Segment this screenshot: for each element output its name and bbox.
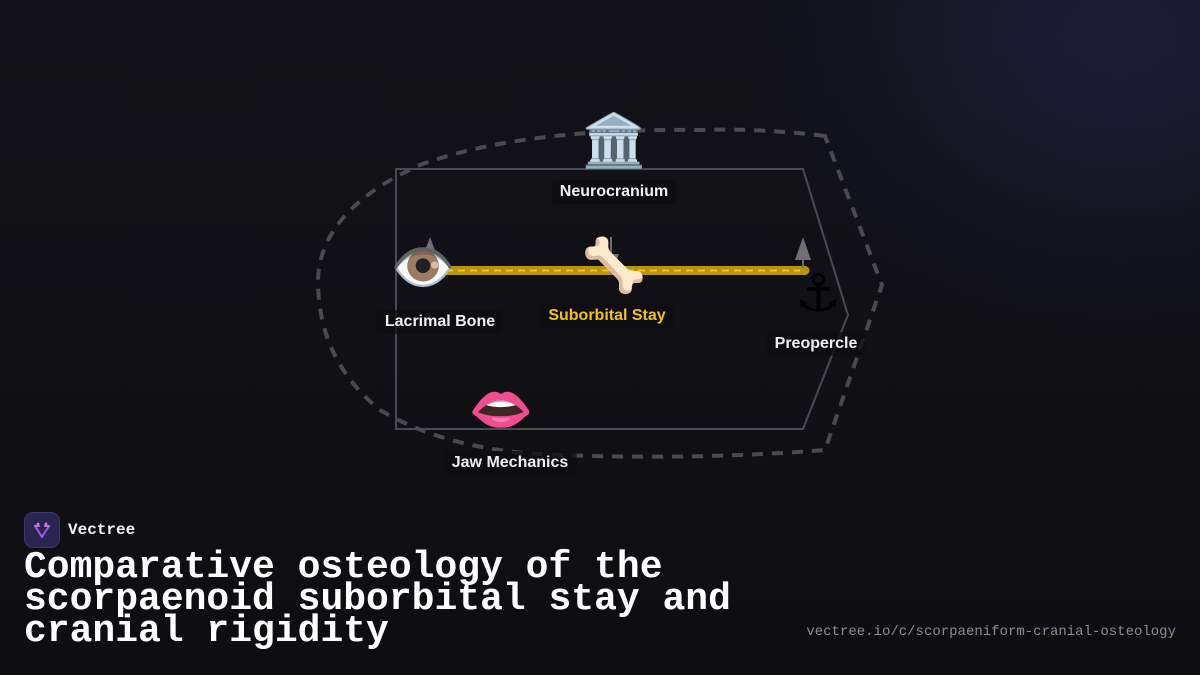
arrow-preopercle-up	[795, 237, 811, 268]
node-label-jaw-mechanics: Jaw Mechanics	[443, 451, 577, 475]
anchor-icon: ⚓	[794, 264, 842, 324]
source-url: vectree.io/c/scorpaeniform-cranial-osteo…	[806, 624, 1176, 640]
brand: Vectree	[24, 512, 135, 548]
classical-building-icon: 🏛️	[581, 111, 647, 171]
node-label-lacrimal-bone: Lacrimal Bone	[376, 310, 504, 334]
bone-icon: 🦴	[581, 236, 647, 296]
vectree-logo-icon	[24, 512, 60, 548]
mouth-icon: 👄	[468, 380, 534, 440]
arrow-neurocranium-down	[603, 237, 619, 276]
node-label-suborbital-stay: Suborbital Stay	[540, 304, 674, 328]
brand-name: Vectree	[68, 521, 136, 539]
eye-icon: 👁️	[390, 238, 456, 298]
page-title: Comparative osteology of the scorpaenoid…	[24, 546, 731, 653]
arrow-lacrimal-up	[423, 237, 437, 268]
node-label-neurocranium: Neurocranium	[551, 180, 677, 204]
skull-outline	[395, 168, 850, 430]
node-label-preopercle: Preopercle	[766, 332, 866, 356]
dashed-hull	[315, 127, 885, 459]
